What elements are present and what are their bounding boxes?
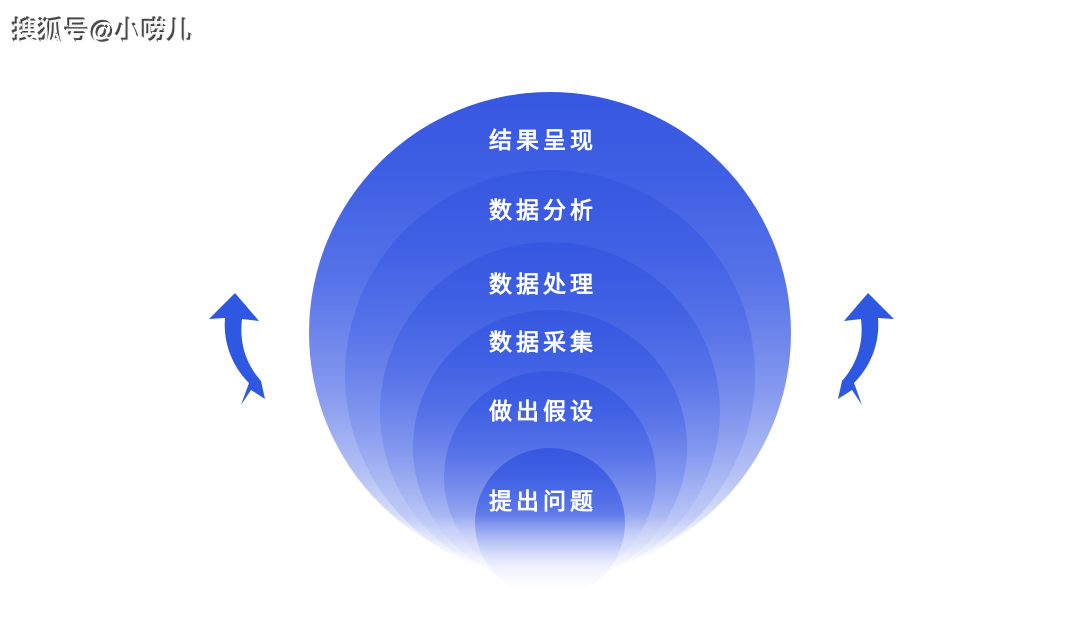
curved-up-arrow-right-icon xyxy=(838,293,894,405)
layer-label-question: 提出问题 xyxy=(489,488,597,514)
layer-label-processing: 数据处理 xyxy=(489,271,597,297)
circle-layer-question xyxy=(475,448,625,598)
curved-up-arrow-left-icon xyxy=(209,293,265,405)
watermark: 搜狐号@小唠儿 xyxy=(13,18,195,46)
layer-label-analysis: 数据分析 xyxy=(489,197,597,223)
layer-label-hypothesis: 做出假设 xyxy=(489,398,597,424)
layer-label-collection: 数据采集 xyxy=(489,329,597,355)
layer-label-results: 结果呈现 xyxy=(489,127,597,153)
